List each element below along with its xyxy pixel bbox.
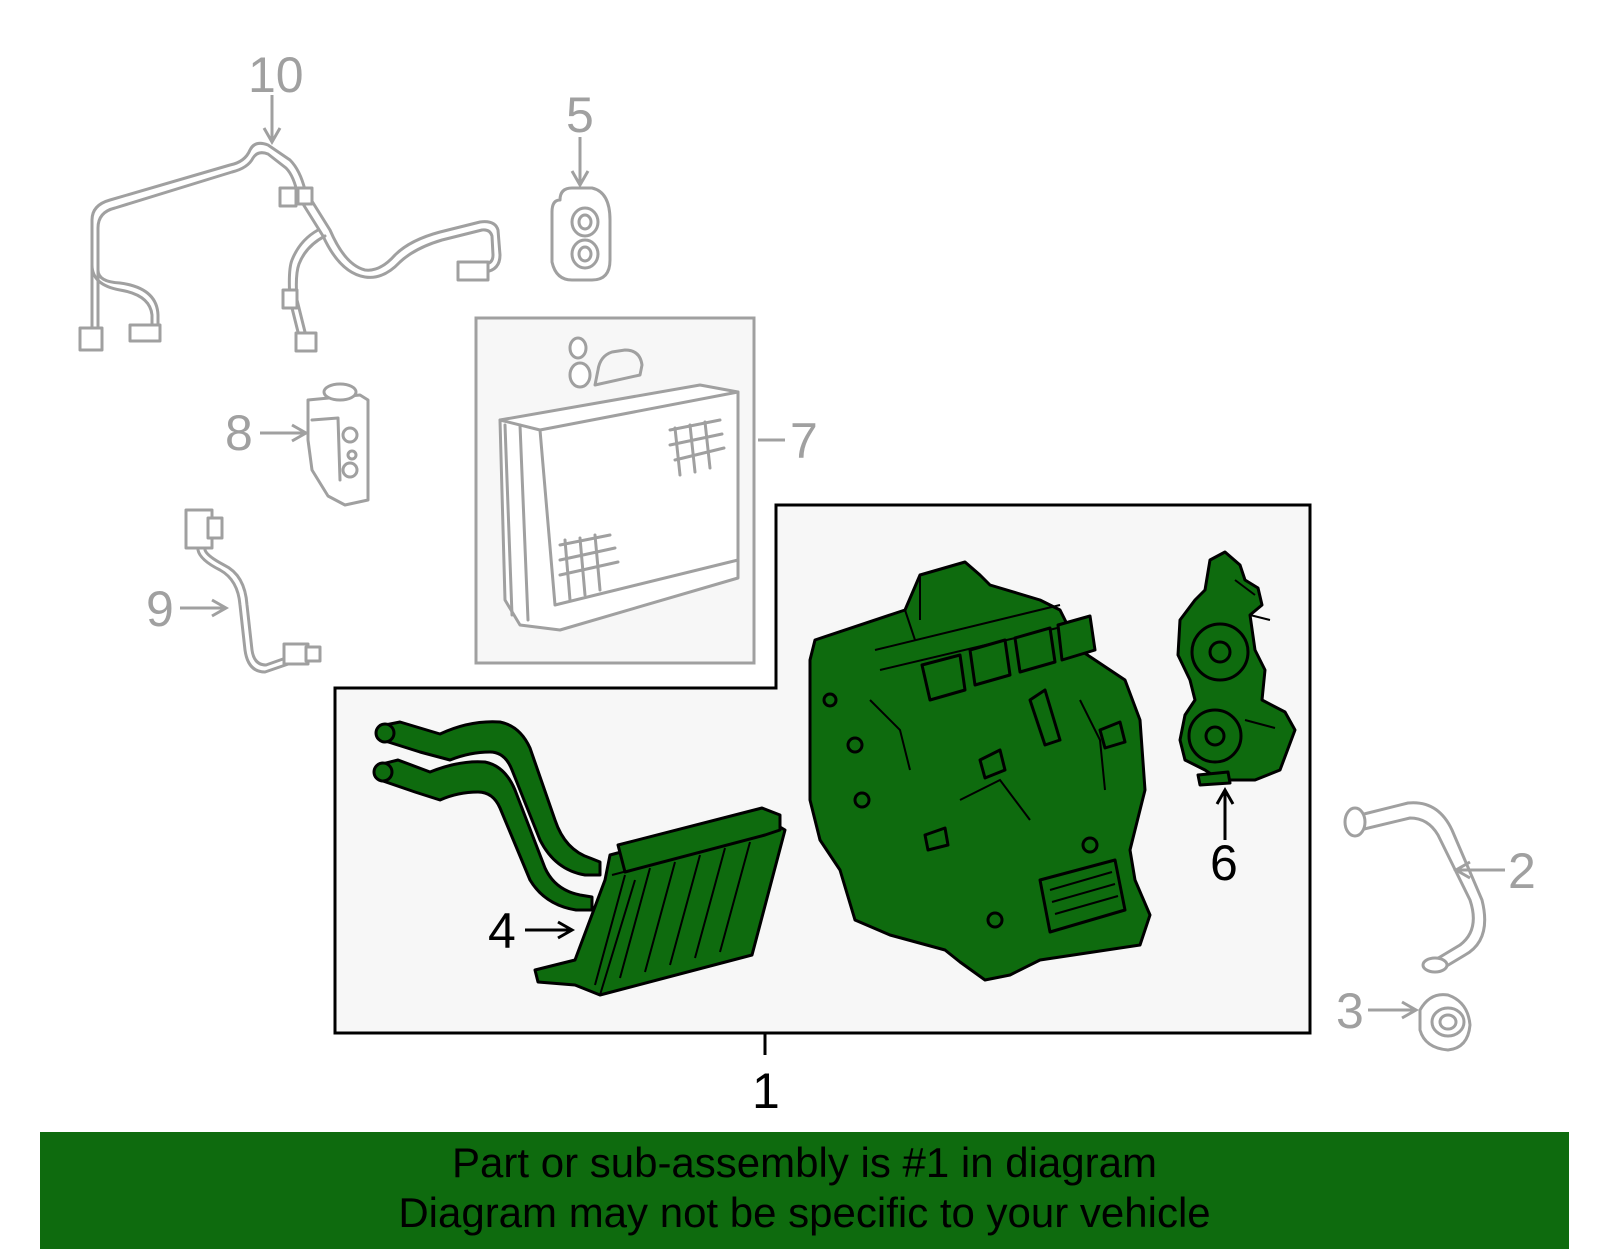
info-banner: Part or sub-assembly is #1 in diagram Di… (40, 1132, 1569, 1249)
callout-6: 6 (1210, 835, 1238, 891)
part-5-grommet[interactable] (550, 186, 612, 282)
part-4-heater-core[interactable] (372, 720, 787, 997)
part-8-arrow (260, 423, 310, 443)
part-3-drain-plug[interactable] (1418, 993, 1472, 1052)
part-2-drain-hose[interactable] (1343, 801, 1487, 974)
callout-2: 2 (1508, 843, 1536, 899)
callout-8: 8 (225, 405, 253, 461)
banner-line-1: Part or sub-assembly is #1 in diagram (452, 1139, 1157, 1186)
part-10-wire-harness[interactable] (78, 141, 502, 353)
part-9-sensor-wire[interactable] (184, 508, 322, 674)
callout-5: 5 (566, 87, 594, 143)
part-10-arrow (262, 95, 282, 146)
part-3-arrow (1368, 1000, 1420, 1020)
callout-7: 7 (790, 413, 818, 469)
part-2-arrow (1452, 860, 1505, 880)
callout-1: 1 (752, 1063, 780, 1119)
part-4-arrow (525, 920, 576, 940)
callout-4: 4 (488, 903, 516, 959)
part-6-arrow (1215, 786, 1235, 840)
banner-line-2: Diagram may not be specific to your vehi… (398, 1189, 1211, 1236)
part-1-hvac-housing[interactable] (808, 560, 1152, 982)
part-7-evaporator-core[interactable] (498, 336, 740, 632)
callout-10: 10 (248, 47, 304, 103)
callout-9: 9 (146, 581, 174, 637)
part-8-expansion-valve[interactable] (306, 382, 370, 507)
part-5-arrow (570, 137, 590, 189)
part-6-actuator[interactable] (1176, 550, 1297, 787)
part-9-arrow (180, 598, 230, 618)
callout-3: 3 (1336, 983, 1364, 1039)
